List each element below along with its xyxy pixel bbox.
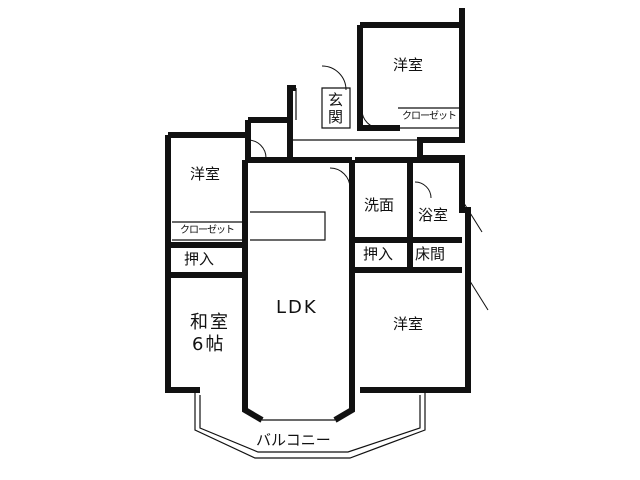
corridor	[290, 88, 420, 141]
door-south-window	[467, 277, 489, 311]
entry-wall	[245, 85, 296, 163]
entry-step	[321, 87, 351, 129]
storage-center-label: 押入	[363, 245, 394, 263]
closet-north-label: クローゼット	[402, 111, 457, 122]
ldk-east-wall	[333, 160, 355, 423]
balcony-label: バルコニー	[256, 431, 331, 449]
room-western-north: 洋室	[393, 56, 424, 74]
north-room-wall	[357, 22, 462, 131]
room-entrance: 玄関	[326, 92, 344, 126]
door-west-room	[247, 139, 267, 159]
balcony-outline	[194, 390, 426, 459]
core-walls	[355, 157, 462, 273]
room-western-west: 洋室	[190, 165, 221, 183]
alcove-label: 床間	[415, 245, 446, 263]
closet-west	[172, 221, 245, 241]
counter	[250, 211, 326, 241]
closet-north	[398, 107, 462, 129]
room-ldk: LDK	[276, 297, 318, 318]
west-room-partition	[168, 242, 245, 278]
ldk-west-wall	[242, 157, 352, 423]
room-japanese-size: 6帖	[192, 334, 226, 355]
door-ldk	[329, 167, 351, 189]
walls	[165, 8, 471, 423]
door-north-room	[361, 109, 381, 129]
storage-west-label: 押入	[184, 250, 215, 268]
room-western-south: 洋室	[393, 315, 424, 333]
door-bath	[414, 181, 432, 199]
door-bath-window	[461, 199, 483, 233]
thin-lines	[172, 87, 462, 459]
door-entry	[321, 65, 347, 91]
room-japanese: 和室	[190, 312, 230, 333]
closet-west-label: クローゼット	[180, 225, 235, 236]
room-washroom: 洗面	[364, 196, 395, 214]
door-swings	[247, 65, 489, 311]
west-wall	[165, 132, 245, 393]
room-bathroom: 浴室	[418, 206, 449, 224]
